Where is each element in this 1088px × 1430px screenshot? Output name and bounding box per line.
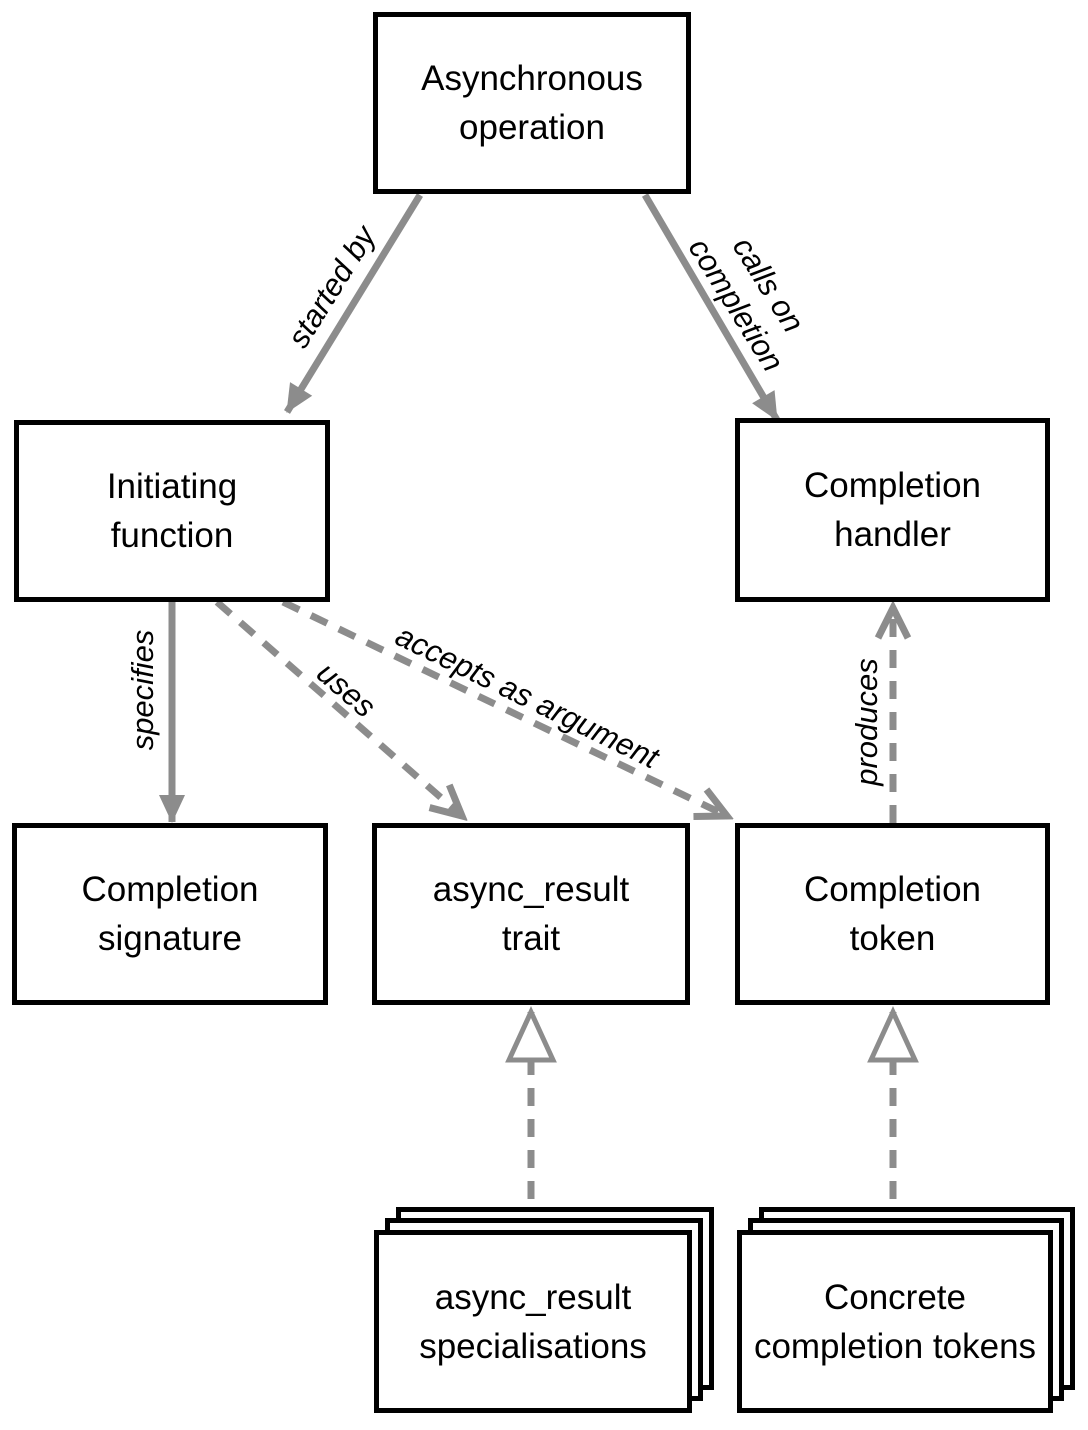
node-label-async-result-specialisations: async_result specialisations	[419, 1277, 647, 1366]
node-async-result-trait: async_result trait	[372, 823, 690, 1005]
node-label-initiating-function: Initiating function	[106, 467, 238, 555]
node-async-result-specialisations: async_result specialisations	[374, 1230, 692, 1413]
node-label-completion-signature: Completion signature	[81, 870, 259, 958]
edge-calls-on-completion-line	[641, 193, 781, 422]
edge-label-specifies: specifies	[125, 629, 160, 751]
node-label-asynchronous-operation: Asynchronous operation	[421, 59, 643, 147]
node-label-async-result-trait: async_result trait	[432, 870, 630, 958]
node-completion-token: Completion token	[735, 823, 1050, 1005]
node-concrete-completion-tokens: Concrete completion tokens	[737, 1230, 1053, 1413]
edge-started-by-line	[284, 193, 423, 414]
edge-accepts-as-argument-line	[281, 598, 727, 816]
node-label-completion-handler: Completion handler	[803, 466, 982, 554]
node-label-completion-token: Completion token	[803, 870, 982, 958]
edge-label-produces: produces	[849, 658, 884, 786]
node-asynchronous-operation: Asynchronous operation	[373, 12, 691, 194]
edge-uses-line	[214, 599, 462, 816]
node-initiating-function: Initiating function	[14, 420, 330, 602]
node-label-concrete-completion-tokens: Concrete completion tokens	[753, 1277, 1037, 1366]
node-completion-signature: Completion signature	[12, 823, 328, 1005]
node-completion-handler: Completion handler	[735, 418, 1050, 602]
